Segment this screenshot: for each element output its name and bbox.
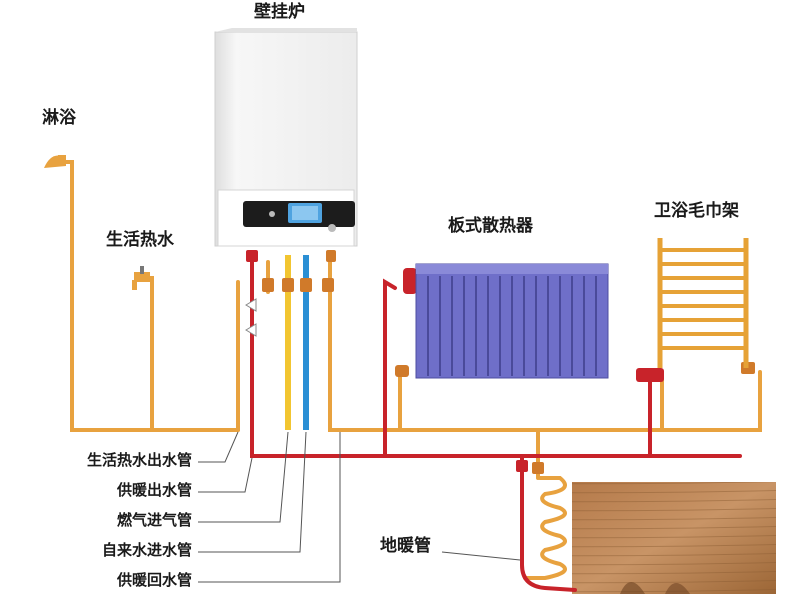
legend-leader-lines [198, 431, 521, 583]
wall-boiler [214, 28, 358, 247]
red-pipes [250, 253, 742, 474]
towel-rack [657, 238, 749, 368]
floor-wood [572, 482, 776, 594]
floor-heating-label: 地暖管 [380, 536, 431, 556]
panel-radiator-label: 板式散热器 [448, 216, 533, 236]
hot-water-label: 生活热水 [106, 230, 174, 250]
panel-radiator [415, 263, 609, 379]
floor-heating-coil [520, 468, 577, 592]
shower-label: 淋浴 [42, 108, 76, 128]
boiler-label: 壁挂炉 [254, 2, 305, 22]
legend-hot-water-outlet: 生活热水出水管 [86, 451, 192, 469]
valve-icon [245, 250, 755, 474]
legend-tap-water-inlet: 自来水进水管 [101, 541, 192, 559]
towel-rack-label: 卫浴毛巾架 [654, 201, 739, 221]
legend-heating-return: 供暖回水管 [116, 571, 192, 589]
legend-gas-inlet: 燃气进气管 [116, 511, 192, 529]
shower-head-icon [44, 155, 66, 168]
faucet-icon [132, 266, 150, 290]
legend-heating-supply: 供暖出水管 [116, 481, 192, 499]
